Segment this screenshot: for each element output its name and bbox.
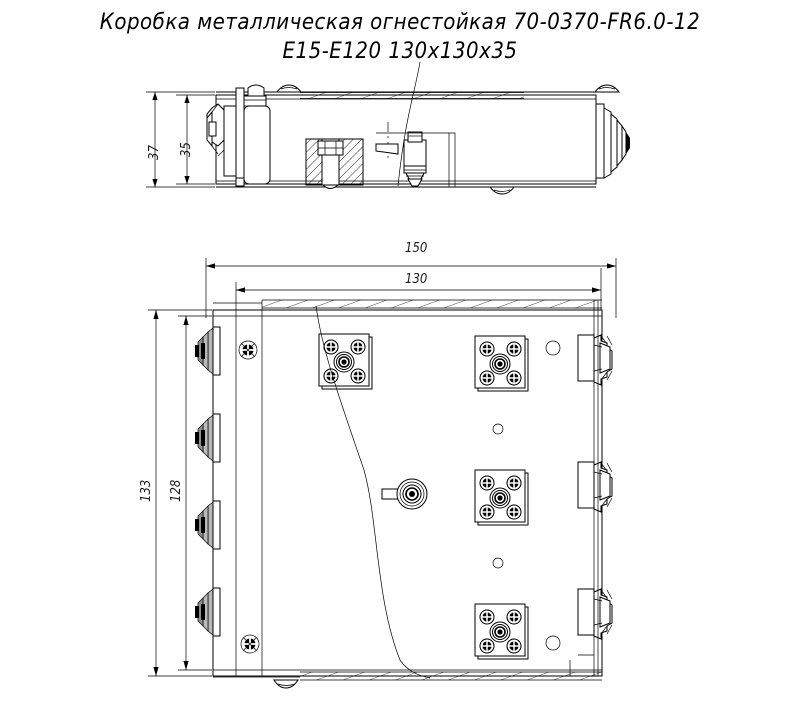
plan-ground-terminal[interactable]: [381, 478, 428, 510]
plan-cable-entry-left-2[interactable]: [194, 413, 221, 463]
dim-label-130: 130: [405, 272, 428, 287]
plan-gland-rail: [593, 300, 599, 676]
side-break-line: [397, 61, 421, 187]
plan-mounting-hole-1[interactable]: [545, 340, 561, 356]
plan-break-line: [315, 305, 431, 679]
top-plan-view: [148, 258, 617, 689]
plan-gasket-bottom: [213, 671, 602, 681]
plan-cable-gland-right-3[interactable]: [577, 588, 613, 640]
side-right-panel: [376, 132, 456, 187]
plan-mounting-hole-3[interactable]: [492, 557, 504, 569]
dimension-150: [205, 258, 617, 318]
plan-cable-gland-right-1[interactable]: [577, 334, 613, 386]
side-mounting-block: [305, 138, 364, 189]
dim-label-150: 150: [405, 241, 428, 256]
side-cable-gland-right: [595, 103, 630, 179]
side-elevation-view: [146, 61, 630, 195]
plan-terminal-block-4[interactable]: [474, 603, 529, 660]
plan-cable-entry-left-3[interactable]: [194, 500, 221, 550]
plan-mounting-hole-2[interactable]: [492, 423, 504, 435]
drawing-title-line-1: Коробка металлическая огнестойкая 70-037…: [99, 10, 701, 35]
plan-lid-foot: [273, 679, 299, 689]
side-cable-gland-left: [206, 84, 271, 187]
plan-cable-entry-left-1[interactable]: [194, 326, 221, 376]
plan-right-corner-detail: [569, 654, 594, 676]
side-ground-stud: [375, 131, 427, 187]
side-gasket-strip: [300, 92, 524, 99]
plan-terminal-block-2[interactable]: [474, 335, 529, 392]
dimension-128: [178, 315, 212, 671]
drawing-title-block: Коробка металлическая огнестойкая 70-037…: [0, 8, 800, 66]
plan-gasket-top: [213, 299, 602, 309]
dimension-37: [152, 92, 158, 187]
plan-terminal-block-3[interactable]: [474, 469, 529, 526]
plan-terminal-block-1[interactable]: [318, 333, 373, 390]
side-lid-feet: [276, 84, 620, 195]
plan-cable-entry-left-4[interactable]: [194, 587, 221, 637]
dimension-133: [148, 309, 212, 677]
plan-cable-gland-right-2[interactable]: [577, 461, 613, 513]
dim-extension-lines-side: [146, 91, 215, 188]
plan-mounting-hole-4[interactable]: [545, 635, 561, 651]
dimension-35: [184, 95, 190, 184]
drawing-title-line-2: E15-E120 130x130x35: [282, 39, 518, 64]
